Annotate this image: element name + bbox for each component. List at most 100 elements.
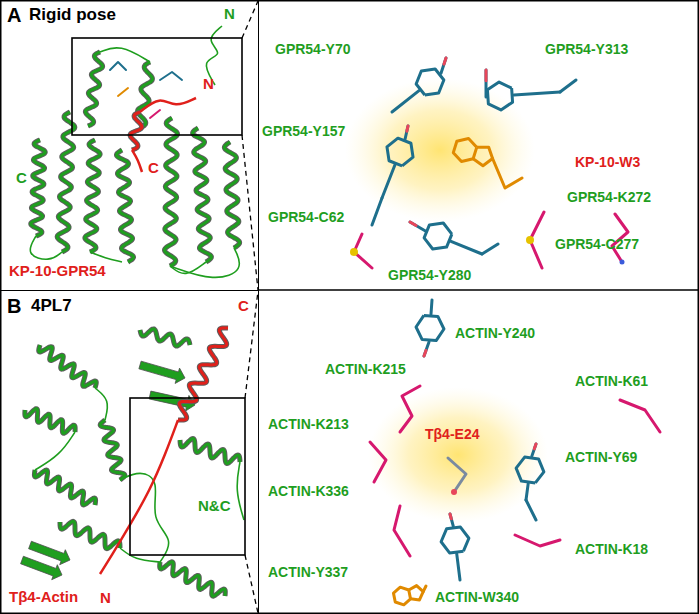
helix-shadow (100, 420, 125, 480)
helix (160, 562, 226, 596)
helix (224, 142, 239, 248)
inset-box (130, 398, 245, 555)
glow (368, 387, 548, 523)
bond-stick (431, 300, 432, 314)
coil (100, 420, 178, 574)
panel: B4PL7Tβ4-Actin (0, 290, 259, 614)
bond-stick (150, 110, 160, 118)
bond-stick (485, 70, 488, 97)
actin-residues (370, 300, 660, 605)
indole-ring (393, 587, 410, 605)
beta-strand (139, 361, 185, 383)
residue-label: ACTIN-K215 (325, 362, 406, 377)
zoom-inset (130, 291, 258, 613)
coil (35, 432, 75, 470)
terminus-label: N (203, 76, 214, 93)
aromatic-ring (441, 527, 469, 553)
panel: A Rigid poseKP-10-GPR54 (0, 0, 259, 291)
bond-stick (400, 386, 420, 432)
helix (25, 409, 75, 434)
bond-stick (382, 165, 395, 198)
helix-shadow (140, 329, 190, 346)
bond-stick (423, 586, 426, 592)
bond-stick (448, 458, 466, 492)
terminus-label: N&C (198, 498, 231, 515)
inset-sticks (110, 62, 182, 118)
indole-ring (473, 147, 492, 166)
bond-stick (514, 92, 560, 95)
bond-stick (450, 514, 453, 526)
panel-title: Rigid pose (29, 6, 116, 25)
coil (170, 248, 239, 277)
helix-shadow (25, 409, 75, 434)
zoom-line (245, 555, 258, 613)
helix-shadow (178, 328, 228, 420)
helix-shadow (180, 439, 240, 464)
bond-stick (392, 91, 419, 112)
bond-stick (110, 62, 126, 70)
residue-label: GPR54-Y313 (545, 42, 628, 57)
bond-stick (394, 506, 410, 556)
helix-shadow (85, 140, 100, 252)
inset-box (72, 38, 242, 135)
zoom-line (242, 135, 258, 290)
helix-shadow (224, 142, 239, 248)
complex-name: KP-10-GPR54 (9, 263, 106, 280)
residue-label: ACTIN-K61 (575, 374, 648, 389)
aromatic-ring (424, 223, 452, 249)
terminus-label: C (148, 160, 159, 177)
bond-stick (441, 58, 446, 73)
helix-shadow (31, 140, 46, 236)
bond-stick (493, 159, 522, 188)
helix-shadow (39, 345, 97, 388)
residue-label: GPR54-Y280 (388, 268, 471, 283)
bond-stick (534, 444, 536, 449)
helix (193, 128, 212, 262)
terminus-label: C (16, 170, 27, 187)
bond-stick (515, 535, 560, 546)
helix (178, 328, 228, 420)
residue-label: GPR54-C277 (555, 237, 639, 252)
helix (85, 52, 102, 126)
residue-label: ACTIN-W340 (435, 590, 519, 605)
coil (30, 236, 62, 259)
bond-stick (526, 500, 536, 520)
aromatic-ring (487, 82, 512, 110)
panel-letter: B (7, 295, 21, 317)
bond-stick (451, 241, 482, 254)
helix (130, 112, 142, 150)
bond-stick (560, 80, 576, 92)
helix (140, 329, 190, 346)
zoom-inset (72, 1, 258, 290)
terminus-label: N (224, 6, 235, 23)
panel-letter: A (7, 4, 21, 26)
divider (258, 289, 699, 291)
residue-label: ACTIN-K18 (575, 542, 648, 557)
atom (620, 260, 625, 265)
gpr54-cartoon (30, 26, 239, 277)
atom (451, 489, 457, 495)
bond-stick (410, 222, 425, 231)
helix (39, 345, 97, 388)
bond-stick (160, 72, 182, 80)
zoom-line (242, 1, 258, 38)
residue-label: GPR54-C62 (268, 210, 344, 225)
residue-label: GPR54-K272 (567, 190, 651, 205)
helix (100, 420, 125, 480)
bond-stick (424, 342, 429, 356)
residue-label: GPR54-Y70 (275, 42, 350, 57)
residue-label: GPR54-Y157 (262, 124, 345, 139)
helix-shadow (85, 52, 102, 126)
helix-shadow (60, 521, 120, 548)
binding-glow (345, 78, 548, 523)
actin-cartoon (21, 329, 244, 596)
helix (34, 470, 95, 505)
helix-shadow (165, 118, 178, 266)
bond-stick (482, 244, 498, 254)
coil (90, 252, 122, 262)
panel-title: 4PL7 (31, 297, 72, 316)
bond-stick (450, 514, 451, 519)
